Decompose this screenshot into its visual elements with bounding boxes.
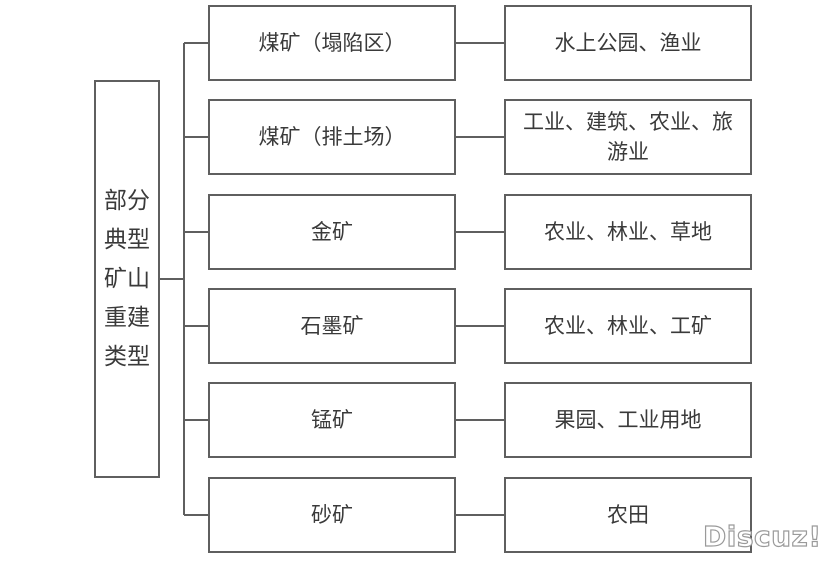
root-label: 部分典型矿山重建类型 bbox=[104, 187, 150, 370]
mine-label-5: 锰矿 bbox=[311, 408, 353, 432]
use-label-1: 水上公园、渔业 bbox=[554, 31, 702, 55]
use-label-4: 农业、林业、工矿 bbox=[544, 314, 712, 338]
mine-node-5: 锰矿 bbox=[208, 382, 456, 458]
mine-label-2: 煤矿（排土场） bbox=[258, 125, 406, 149]
mine-label-3: 金矿 bbox=[311, 220, 353, 244]
mine-node-2: 煤矿（排土场） bbox=[208, 99, 456, 175]
mine-node-4: 石墨矿 bbox=[208, 288, 456, 364]
use-node-4: 农业、林业、工矿 bbox=[504, 288, 752, 364]
use-node-1: 水上公园、渔业 bbox=[504, 5, 752, 81]
use-node-3: 农业、林业、草地 bbox=[504, 194, 752, 270]
watermark-logo: Discuz! bbox=[702, 519, 822, 553]
mine-label-4: 石墨矿 bbox=[300, 314, 364, 338]
use-node-6: 农田 bbox=[504, 477, 752, 553]
mine-label-1: 煤矿（塌陷区） bbox=[258, 31, 406, 55]
use-node-5: 果园、工业用地 bbox=[504, 382, 752, 458]
use-label-3: 农业、林业、草地 bbox=[544, 220, 712, 244]
root-node: 部分典型矿山重建类型 bbox=[94, 80, 160, 478]
use-label-6: 农田 bbox=[607, 503, 649, 527]
mine-label-6: 砂矿 bbox=[311, 503, 353, 527]
use-label-2: 工业、建筑、农业、旅游业 bbox=[523, 110, 733, 164]
mine-node-1: 煤矿（塌陷区） bbox=[208, 5, 456, 81]
mine-node-6: 砂矿 bbox=[208, 477, 456, 553]
use-node-2: 工业、建筑、农业、旅游业 bbox=[504, 99, 752, 175]
use-label-5: 果园、工业用地 bbox=[554, 408, 702, 432]
mine-node-3: 金矿 bbox=[208, 194, 456, 270]
